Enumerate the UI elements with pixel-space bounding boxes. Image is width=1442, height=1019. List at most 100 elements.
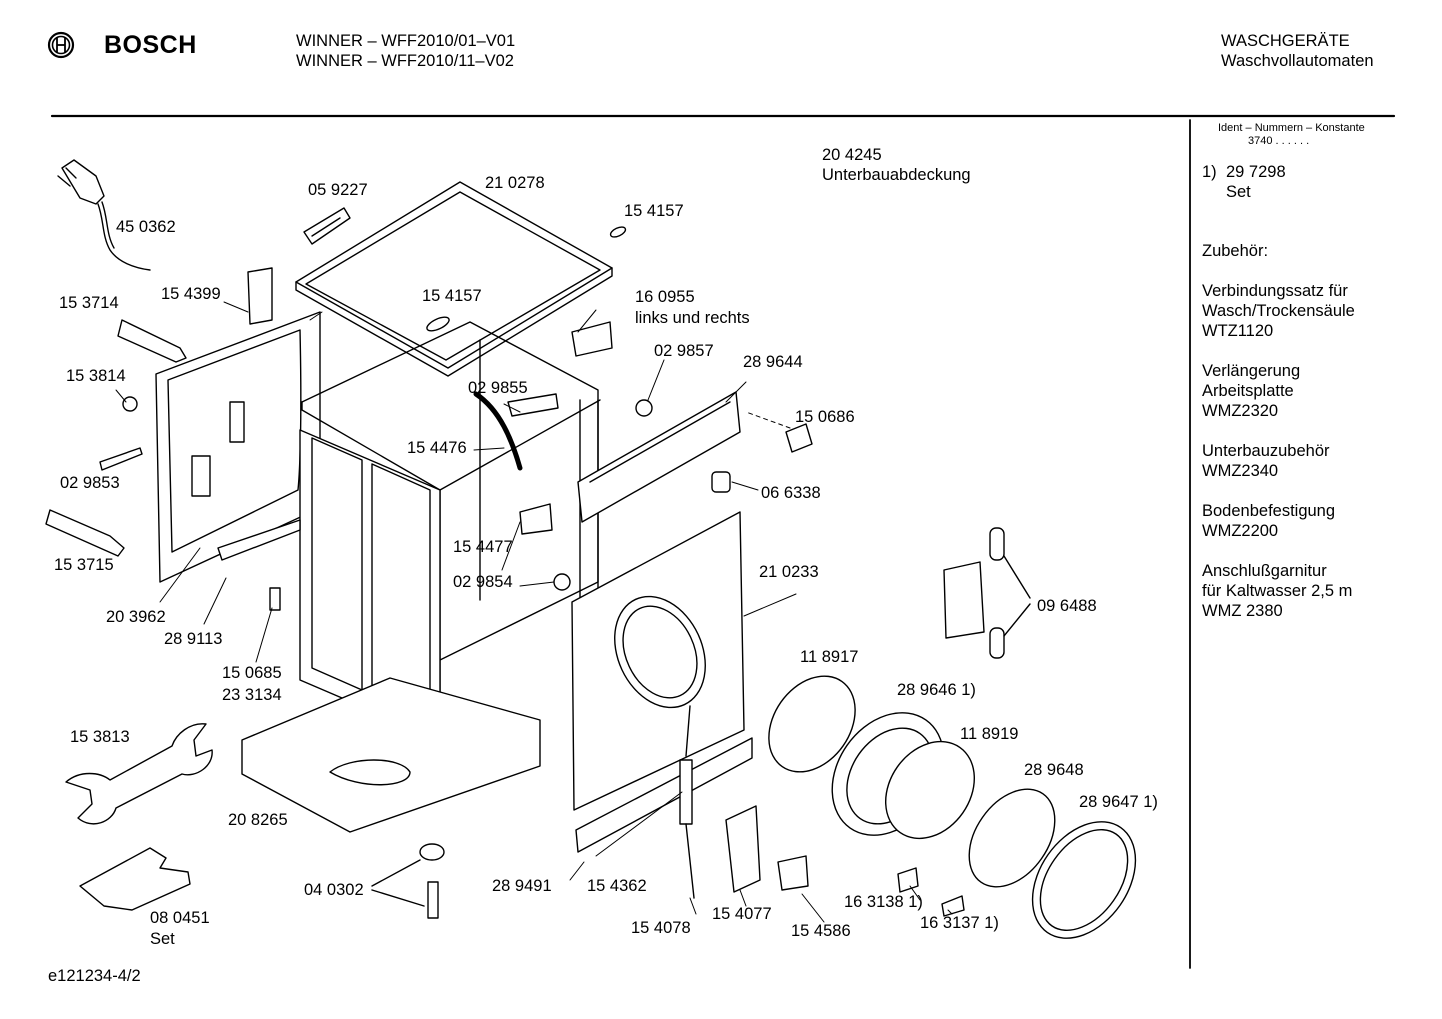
door-spring <box>679 705 695 899</box>
door-outer-ring-inner <box>1039 828 1129 932</box>
accessory-item: Verlängerung Arbeitsplatte WMZ2320 <box>1202 361 1355 421</box>
part-label: 02 9855 <box>468 379 528 397</box>
part-label: 45 0362 <box>116 218 176 236</box>
bosch-armature-icon <box>47 31 75 59</box>
accessory-line: Bodenbefestigung <box>1202 502 1336 520</box>
accessory-line: für Kaltwasser 2,5 m <box>1202 582 1353 600</box>
note-index: 1) <box>1202 163 1217 181</box>
accessory-line: Wasch/Trockensäule <box>1202 302 1355 320</box>
accessory-line: WMZ2340 <box>1202 462 1279 480</box>
pump-valve-part <box>117 319 187 363</box>
door-outer-ring <box>1031 821 1137 939</box>
accessory-line: Anschlußgarnitur <box>1202 562 1327 580</box>
support-arm-part <box>473 391 523 471</box>
part-label: 09 6488 <box>1037 597 1097 615</box>
switch-part <box>269 587 281 611</box>
part-label: 08 0451 <box>150 909 210 927</box>
part-label: 11 8917 <box>800 648 859 666</box>
model-line-2: WINNER – WFF2010/11–V02 <box>296 52 514 70</box>
accessory-item: Verbindungssatz für Wasch/Trockensäule W… <box>1202 281 1355 341</box>
cable-guide-part <box>711 471 731 493</box>
part-label: 15 4078 <box>631 919 691 937</box>
door-seal <box>968 788 1056 888</box>
part-label: 20 8265 <box>228 811 288 829</box>
clip-part <box>609 226 627 238</box>
part-label: 15 4586 <box>791 922 851 940</box>
category-line-2: Waschvollautomaten <box>1221 52 1374 70</box>
part-label: 28 9644 <box>743 353 803 371</box>
part-label: 15 3715 <box>54 556 114 574</box>
lock-catch <box>777 855 809 891</box>
base-plate <box>241 677 541 833</box>
water-inlet-valve <box>247 267 273 325</box>
part-label: 16 0955 <box>635 288 695 306</box>
part-label: 15 0686 <box>795 408 855 426</box>
brand-name: BOSCH <box>104 30 197 59</box>
door-glass-ring <box>768 675 856 773</box>
part-label: 15 4477 <box>453 538 513 556</box>
part-label: 28 9647 1) <box>1079 793 1158 811</box>
part-label: 15 3813 <box>70 728 130 746</box>
part-label: 02 9854 <box>453 573 513 591</box>
part-label: 21 0233 <box>759 563 819 581</box>
door-glass <box>884 740 976 840</box>
part-label: 15 4362 <box>587 877 647 895</box>
hinge-bracket <box>943 527 1031 659</box>
accessory-line: Verlängerung <box>1202 362 1301 380</box>
part-label: Unterbauabdeckung <box>822 166 971 184</box>
ident-value: 3740 . . . . . . <box>1248 135 1310 147</box>
bracket-holder-part <box>507 393 559 417</box>
cable-clip-part <box>785 423 813 453</box>
spanner-tool-icon <box>65 723 213 825</box>
part-label: 28 9648 <box>1024 761 1084 779</box>
part-label: 02 9853 <box>60 474 120 492</box>
note-text: Set <box>1226 183 1251 201</box>
category-line-1: WASCHGERÄTE <box>1221 32 1350 50</box>
part-label: 20 4245 <box>822 146 882 164</box>
part-label: 15 4399 <box>161 285 221 303</box>
accessory-item: Anschlußgarnitur für Kaltwasser 2,5 m WM… <box>1202 561 1355 621</box>
leader-lines <box>115 301 953 923</box>
part-label: 15 4157 <box>422 287 482 305</box>
part-label: Set <box>150 930 175 948</box>
part-label: 11 8919 <box>960 725 1019 743</box>
part-label: 15 3814 <box>66 367 126 385</box>
drawing-id: e121234-4/2 <box>48 967 141 985</box>
model-line-1: WINNER – WFF2010/01–V01 <box>296 32 516 50</box>
lid-hinge-part <box>303 207 351 245</box>
accessory-line: WMZ2200 <box>1202 522 1279 540</box>
spring-coil-part <box>941 895 965 917</box>
drain-hose-connector <box>45 509 125 557</box>
control-panel-strip <box>577 391 741 523</box>
part-label: 20 3962 <box>106 608 166 626</box>
set-plate-part <box>79 847 191 911</box>
heater-plug-part <box>897 867 919 893</box>
accessory-line: WTZ1120 <box>1202 322 1274 340</box>
part-label: 16 3137 1) <box>920 914 999 932</box>
accessory-line: WMZ 2380 <box>1202 602 1283 620</box>
bottom-strip <box>575 737 753 853</box>
note-number: 29 7298 <box>1226 163 1286 181</box>
front-panel <box>571 511 745 811</box>
accessory-line: WMZ2320 <box>1202 402 1279 420</box>
accessory-line: Unterbauzubehör <box>1202 442 1330 460</box>
grommet-seal-part <box>553 573 571 591</box>
accessory-line: Verbindungssatz für <box>1202 282 1348 300</box>
part-label: 15 3714 <box>59 294 119 312</box>
latch-part <box>99 447 143 471</box>
clip-bracket-part <box>571 321 613 357</box>
power-plug-icon <box>57 159 151 271</box>
cabinet-frame <box>301 321 601 741</box>
accessory-item: Bodenbefestigung WMZ2200 <box>1202 501 1355 541</box>
mounting-clip-part <box>519 503 553 535</box>
part-label: 15 4077 <box>712 905 772 923</box>
nut-bolt-part <box>371 843 445 919</box>
ident-title: Ident – Nummern – Konstante <box>1218 122 1365 134</box>
part-label: 05 9227 <box>308 181 368 199</box>
grommet-part <box>635 399 653 417</box>
accessory-item: Unterbauzubehör WMZ2340 <box>1202 441 1355 481</box>
part-label: 28 9113 <box>164 630 223 648</box>
screw-cap-part <box>122 396 138 412</box>
door-lock <box>725 805 761 893</box>
